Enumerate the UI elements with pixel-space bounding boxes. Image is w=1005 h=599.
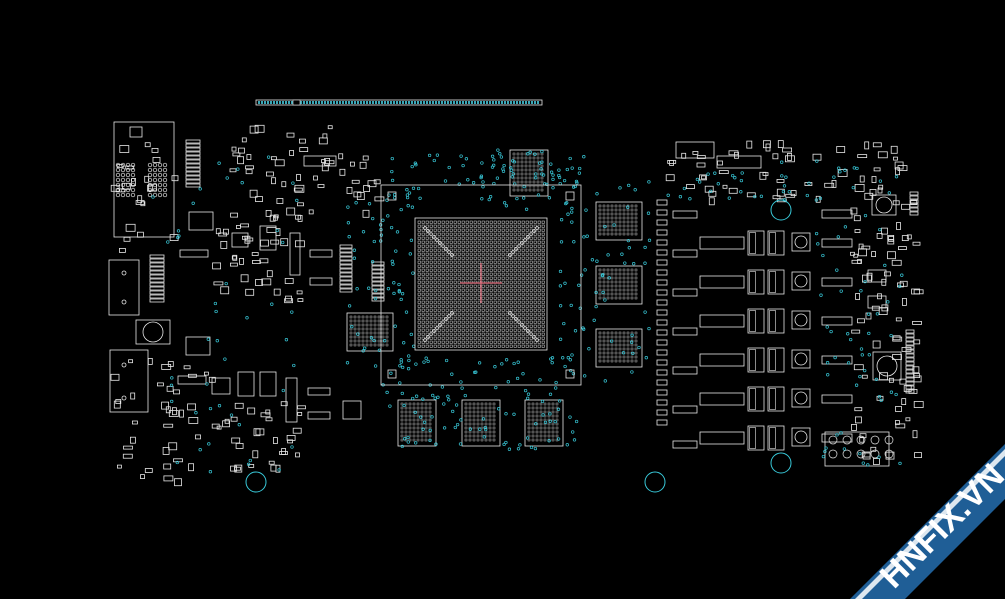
gpu-center-marker	[460, 263, 502, 303]
gold-finger-icon[interactable]	[255, 99, 543, 106]
via-layer	[151, 148, 904, 474]
component-outlines	[108, 121, 924, 493]
bga-chip-icon[interactable]	[380, 184, 582, 386]
